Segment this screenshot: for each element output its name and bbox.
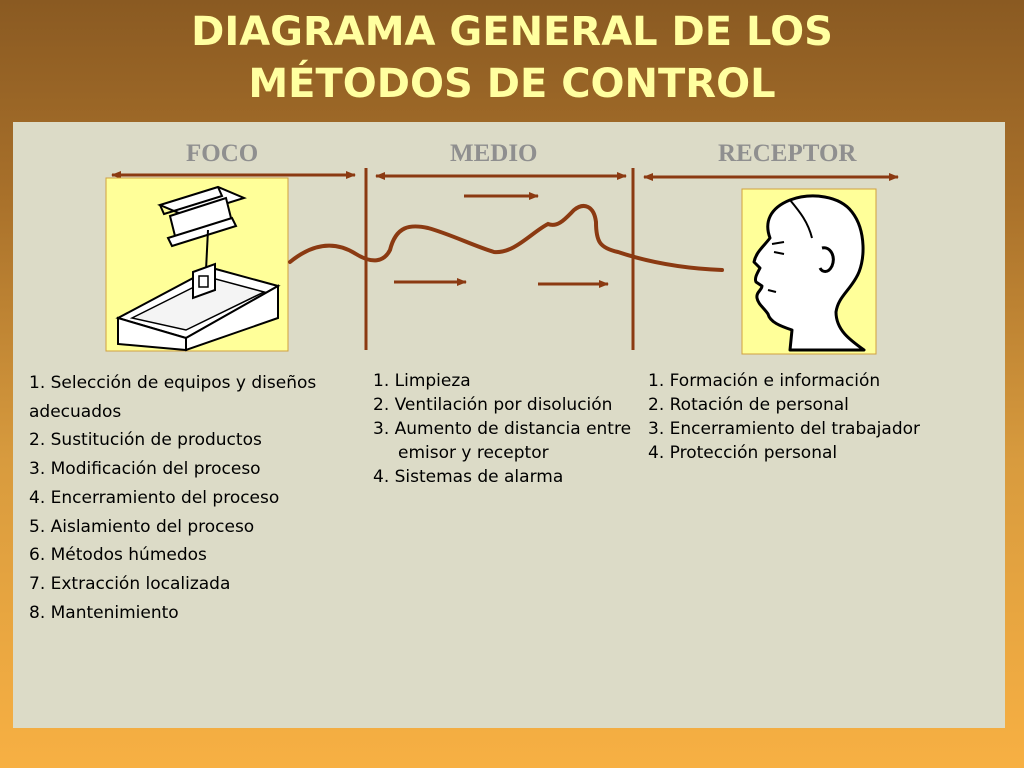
- label-foco: FOCO: [186, 140, 259, 167]
- list-item: 6. Métodos húmedos: [29, 545, 207, 566]
- title-line-2: MÉTODOS DE CONTROL: [248, 61, 776, 107]
- foco-methods-list: 1. Selección de equipos y diseños adecua…: [29, 369, 359, 627]
- title-line-1: DIAGRAMA GENERAL DE LOS: [191, 9, 833, 55]
- list-item: 4. Encerramiento del proceso: [29, 487, 280, 508]
- receptor-methods-list: 1. Formación e información 2. Rotación d…: [648, 369, 998, 465]
- list-item: 8. Mantenimiento: [29, 602, 179, 623]
- list-item: 4. Sistemas de alarma: [373, 467, 564, 487]
- slide-title: DIAGRAMA GENERAL DE LOS MÉTODOS DE CONTR…: [0, 6, 1024, 110]
- label-receptor: RECEPTOR: [718, 140, 857, 167]
- list-item: 5. Aislamiento del proceso: [29, 516, 255, 537]
- list-item: 2. Ventilación por disolución: [373, 395, 613, 415]
- list-item: 2. Sustitución de productos: [29, 430, 262, 451]
- list-item: 3. Encerramiento del trabajador: [648, 419, 921, 439]
- machine-emission-icon: [105, 177, 289, 352]
- medio-methods-list: 1. Limpieza 2. Ventilación por disolució…: [373, 369, 633, 489]
- list-item: 2. Rotación de personal: [648, 395, 849, 415]
- list-item: 1. Selección de equipos y diseños adecua…: [29, 373, 317, 422]
- list-item: 1. Limpieza: [373, 371, 471, 391]
- label-medio: MEDIO: [450, 140, 538, 167]
- human-head-profile-icon: [741, 188, 877, 355]
- list-item: 1. Formación e información: [648, 371, 881, 391]
- transmission-wave-line: [288, 204, 724, 272]
- list-item: 4. Protección personal: [648, 443, 838, 463]
- list-item: 3. Modificación del proceso: [29, 459, 261, 480]
- list-item: 7. Extracción localizada: [29, 573, 231, 594]
- list-item: 3. Aumento de distancia entre emisor y r…: [373, 419, 632, 463]
